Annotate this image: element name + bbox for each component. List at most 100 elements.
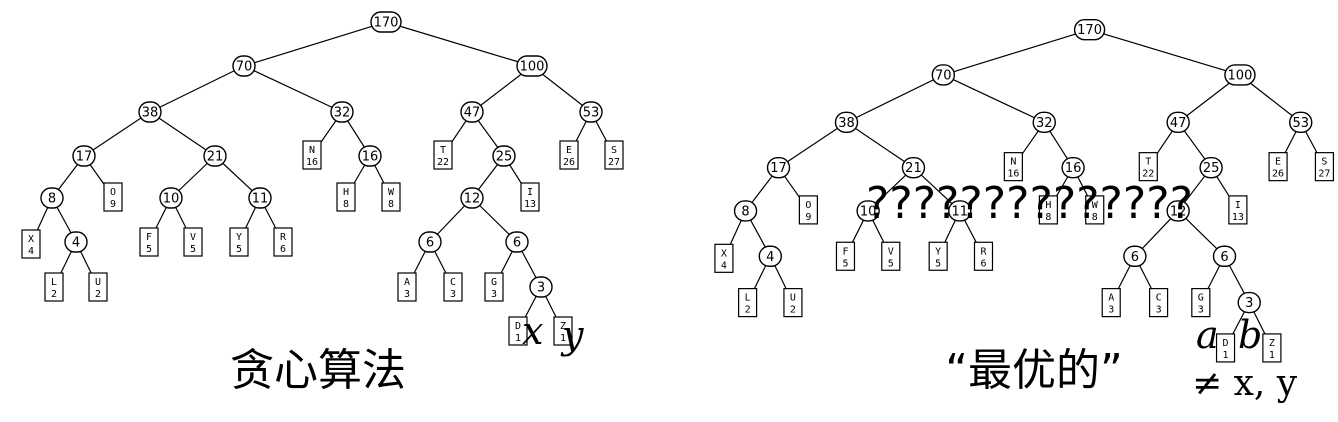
greedy-node-value: 8 [48, 192, 56, 207]
greedy-node-n6a: 6 [418, 231, 442, 253]
optimal-leaf-box [1138, 152, 1158, 182]
optimal-leaf-box [1038, 195, 1058, 225]
optimal-node-shape [733, 200, 758, 222]
greedy-node-shape [460, 101, 484, 123]
optimal-leaf-E: E26 [1268, 152, 1288, 182]
greedy-leaf-char: D [515, 321, 521, 332]
greedy-leaf-freq: 2 [95, 289, 101, 300]
optimal-leaf-freq: 5 [935, 258, 941, 269]
optimal-node-n12: 12 [1166, 200, 1190, 222]
greedy-leaf-char: N [309, 145, 315, 156]
greedy-leaf-freq: 3 [404, 289, 410, 300]
greedy-edge [83, 111, 151, 157]
optimal-leaf-box [1268, 152, 1288, 182]
optimal-node-value: 17 [770, 161, 787, 176]
optimal-node-value: 12 [1170, 204, 1187, 219]
greedy-node-n53: 53 [579, 101, 603, 123]
greedy-leaf-freq: 1 [515, 333, 521, 344]
optimal-node-value: 32 [1036, 116, 1053, 131]
greedy-leaf-box [103, 182, 123, 212]
greedy-leaf-freq: 16 [306, 157, 318, 168]
optimal-leaf-freq: 2 [745, 305, 751, 316]
optimal-leaf-O: O9 [798, 195, 818, 225]
greedy-leaf-box [88, 272, 108, 302]
optimal-leaf-S: S27 [1314, 152, 1335, 182]
optimal-leaf-D: D1 [1215, 333, 1236, 363]
greedy-node-n8: 8 [40, 187, 64, 209]
greedy-leaf-freq: 27 [608, 157, 620, 168]
greedy-leaf-box [443, 272, 463, 302]
optimal-node-value: 10 [860, 204, 877, 219]
greedy-node-shape [203, 145, 227, 167]
greedy-node-n4: 4 [64, 231, 88, 253]
greedy-leaf-freq: 1 [560, 333, 566, 344]
greedy-leaf-U: U2 [88, 272, 108, 302]
greedy-leaf-freq: 5 [236, 244, 242, 255]
optimal-leaf-freq: 22 [1142, 169, 1154, 180]
optimal-leaf-char: G [1198, 293, 1204, 304]
optimal-node-n16: 16 [1061, 156, 1085, 179]
greedy-node-shape [579, 101, 603, 123]
greedy-node-value: 6 [513, 236, 521, 251]
optimal-node-n25: 25 [1199, 156, 1223, 179]
optimal-leaf-T: T22 [1138, 152, 1158, 182]
optimal-leaf-L: L2 [738, 288, 758, 318]
optimal-node-value: 100 [1228, 68, 1253, 83]
greedy-leaf-L: L2 [44, 272, 64, 302]
greedy-leaf-box [302, 140, 322, 170]
optimal-leaf-box [1003, 152, 1023, 182]
optimal-node-n70: 70 [931, 64, 956, 86]
optimal-leaf-freq: 5 [842, 258, 848, 269]
greedy-leaf-char: X [28, 234, 34, 245]
greedy-leaf-box [508, 316, 528, 346]
greedy-node-shape [138, 101, 162, 123]
greedy-leaf-Y: Y5 [229, 227, 249, 257]
optimal-leaf-freq: 6 [980, 258, 986, 269]
greedy-leaf-box [21, 229, 41, 259]
optimal-node-shape [834, 111, 859, 134]
greedy-leaf-D: D1 [508, 316, 528, 346]
optimal-leaf-I: I13 [1228, 195, 1248, 225]
greedy-edge [243, 21, 387, 67]
optimal-leaf-freq: 5 [888, 258, 894, 269]
greedy-node-n3: 3 [529, 276, 553, 298]
optimal-leaf-box [1228, 195, 1248, 225]
optimal-leaf-H: H8 [1038, 195, 1058, 225]
greedy-node-shape [248, 187, 272, 209]
optimal-node-shape [1224, 64, 1256, 86]
greedy-leaf-S: S27 [604, 140, 624, 170]
greedy-leaf-freq: 3 [491, 289, 497, 300]
optimal-leaf-box [738, 288, 758, 318]
optimal-node-shape [1237, 291, 1261, 314]
greedy-node-shape [232, 55, 256, 77]
optimal-leaf-box [1148, 288, 1169, 318]
not-equal-note: ≠ x, y [1192, 363, 1298, 404]
greedy-leaf-box [183, 227, 203, 257]
greedy-leaf-char: Z [560, 321, 566, 332]
greedy-leaf-char: G [491, 277, 497, 288]
optimal-edge [846, 121, 914, 169]
greedy-node-value: 100 [520, 60, 545, 75]
greedy-node-value: 70 [236, 60, 253, 75]
optimal-leaf-freq: 27 [1318, 169, 1330, 180]
optimal-node-n17: 17 [766, 156, 791, 179]
optimal-leaf-freq: 16 [1007, 169, 1019, 180]
greedy-leaf-G: G3 [484, 272, 504, 302]
optimal-node-n11: 11 [948, 200, 972, 222]
greedy-node-value: 10 [163, 192, 180, 207]
greedy-node-n21: 21 [203, 145, 227, 167]
greedy-leaf-box [604, 140, 624, 170]
greedy-node-value: 170 [374, 16, 399, 31]
leaf-label-x: x [522, 309, 543, 353]
optimal-leaf-freq: 3 [1198, 305, 1204, 316]
greedy-edge [385, 21, 533, 67]
optimal-node-shape [1073, 18, 1106, 41]
optimal-leaf-char: Z [1269, 338, 1275, 349]
greedy-leaf-box [273, 227, 293, 257]
greedy-leaf-char: T [440, 145, 446, 156]
optimal-leaf-F: F5 [835, 241, 856, 271]
optimal-leaf-N: N16 [1003, 152, 1023, 182]
greedy-leaf-box [139, 227, 159, 257]
